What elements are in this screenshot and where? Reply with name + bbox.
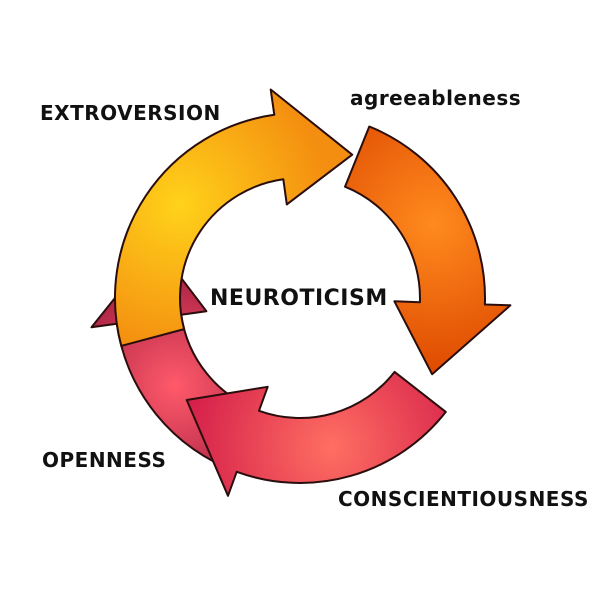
center-label-neuroticism: NEUROTICISM [210,286,388,311]
arrow-extroversion [114,88,354,347]
arrow-agreeableness [344,125,512,376]
label-openness: OPENNESS [42,448,167,472]
label-extroversion: EXTROVERSION [40,101,221,125]
label-agreeableness: agreeableness [350,86,522,110]
label-conscientiousness: CONSCIENTIOUSNESS [338,487,589,511]
arrow-conscientiousness [185,370,447,497]
